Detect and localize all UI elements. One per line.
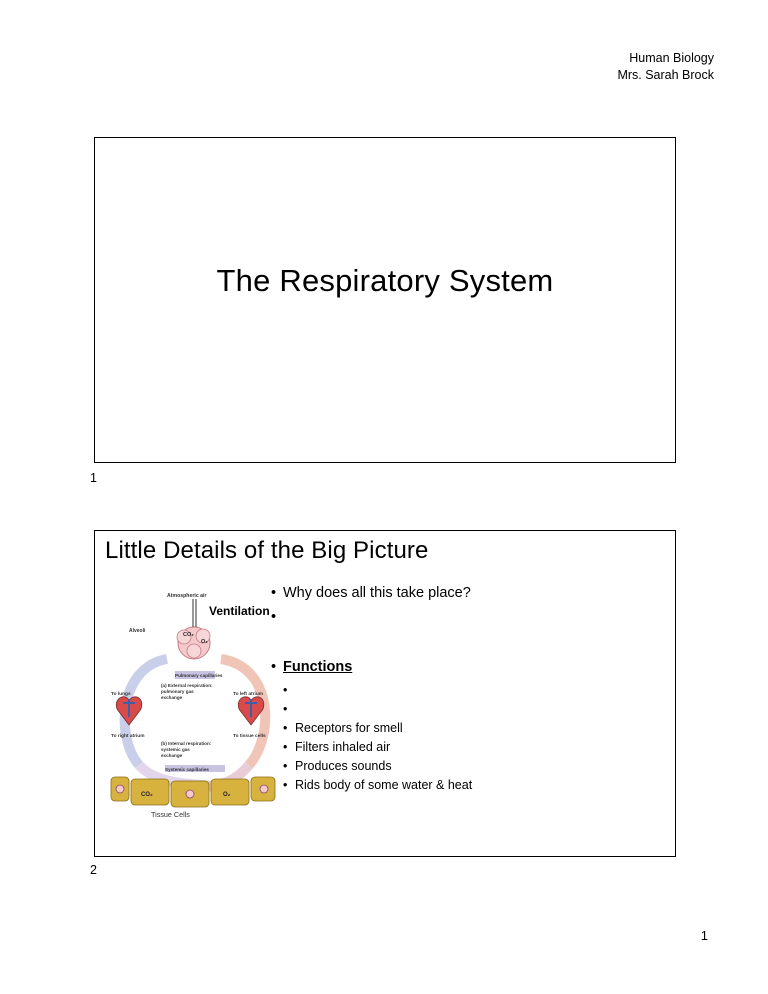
- sub-bullet-3: •Receptors for smell: [283, 721, 403, 735]
- teacher-name: Mrs. Sarah Brock: [617, 68, 714, 82]
- course-name: Human Biology: [629, 51, 714, 65]
- slide-1-number: 1: [90, 471, 97, 485]
- co2-label-top: CO₂: [183, 632, 194, 638]
- internal-respiration-label: (b) Internal respiration:: [161, 741, 212, 746]
- bullet-2: •: [271, 609, 277, 625]
- alveoli-label: Alveoli: [129, 628, 146, 634]
- systemic-capillaries-label: Systemic capillaries: [165, 767, 209, 772]
- page-number: 1: [700, 928, 708, 943]
- external-respiration-label-2: pulmonary gas: [161, 689, 194, 694]
- atmospheric-air-label: Atmospheric air: [167, 593, 207, 599]
- slide-1-title: The Respiratory System: [216, 263, 554, 298]
- sub-bullet-6: •Rids body of some water & heat: [283, 778, 473, 792]
- to-right-atrium-label: To right atrium: [111, 733, 145, 739]
- external-respiration-label: (a) External respiration:: [161, 683, 213, 688]
- heart-left-icon: [115, 696, 143, 726]
- internal-respiration-label-3: exchange: [161, 753, 183, 758]
- pulmonary-capillaries-label: Pulmonary capillaries: [175, 673, 223, 678]
- to-left-atrium-label: To left atrium: [233, 691, 263, 697]
- respiration-diagram: Atmospheric air Ventilation Alveoli CO₂ …: [110, 593, 276, 819]
- sub-bullet-5: •Produces sounds: [283, 759, 392, 773]
- slide-2-number: 2: [90, 863, 97, 877]
- sub-bullet-4: •Filters inhaled air: [283, 740, 391, 754]
- o2-label-top: O₂: [201, 639, 208, 645]
- co2-label-bottom: CO₂: [141, 792, 153, 798]
- bullet-1: •Why does all this take place?: [271, 585, 471, 601]
- to-tissue-cells-label: To tissue cells: [233, 733, 266, 739]
- tissue-cells-label: Tissue Cells: [151, 810, 190, 819]
- sub-bullet-1: •: [283, 683, 288, 697]
- slide-2: Little Details of the Big Picture: [94, 530, 676, 857]
- to-lungs-label: To lungs: [111, 691, 131, 697]
- heart-right-icon: [237, 696, 265, 726]
- slide-2-title: Little Details of the Big Picture: [105, 537, 429, 564]
- page-header: Human Biology Mrs. Sarah Brock: [617, 50, 714, 84]
- bullet-functions: •Functions: [271, 659, 353, 675]
- o2-label-bottom: O₂: [223, 792, 231, 798]
- tissue-cells-graphic: [110, 776, 276, 808]
- external-respiration-label-3: exchange: [161, 695, 183, 700]
- internal-respiration-label-2: systemic gas: [161, 747, 190, 752]
- ventilation-label: Ventilation: [209, 604, 270, 618]
- slide-1: The Respiratory System: [94, 137, 676, 463]
- sub-bullet-2: •: [283, 702, 288, 716]
